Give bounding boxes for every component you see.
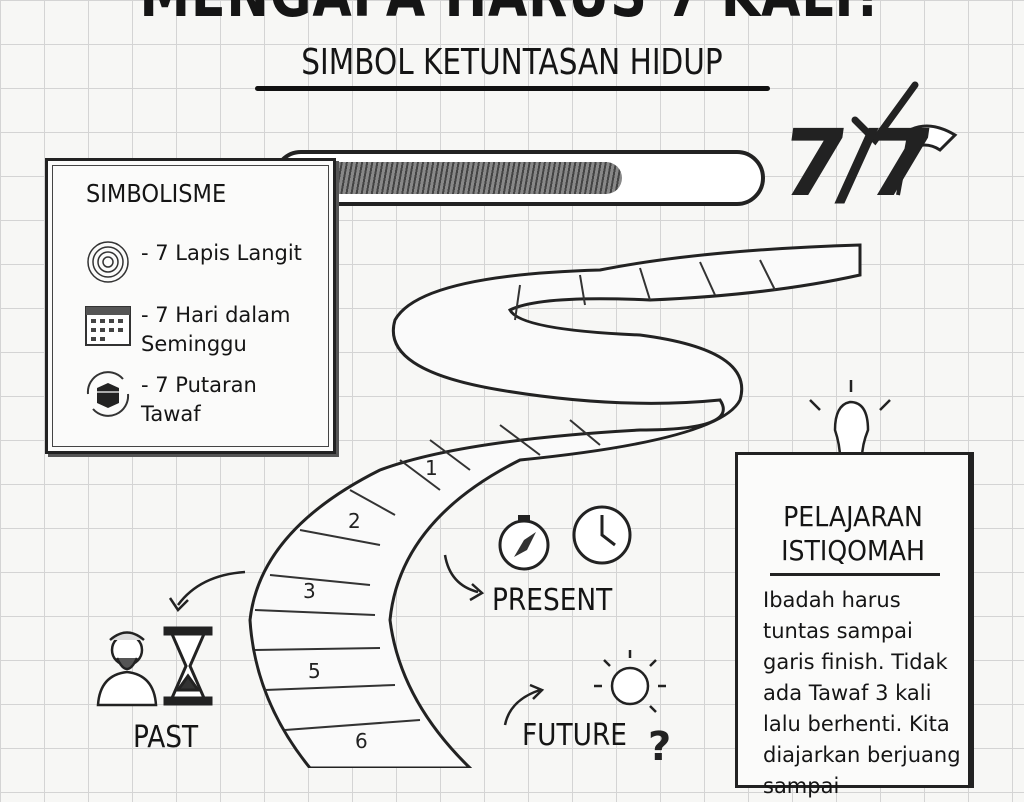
question-mark-icon: ? [648,724,671,768]
compass-icon [498,515,550,571]
calendar-icon [85,306,131,346]
past-label: PAST [133,720,199,755]
step-number: 1 [425,456,438,480]
symbolism-text: - 7 Putaran Tawaf [141,373,257,426]
spiral-staircase: 1 2 3 5 6 ? [96,243,891,768]
subtitle-underline [255,86,770,91]
hourglass-icon [163,626,213,706]
checkmark-icon [851,81,919,146]
symbolism-item: - 7 Lapis Langit [83,239,302,285]
future-label: FUTURE [522,718,627,753]
step-number: 6 [355,729,368,753]
clock-icon [572,505,632,565]
arrow-to-future-icon [503,688,541,726]
flag-icon [906,124,958,153]
symbolism-panel: SIMBOLISME - 7 Lapis Langit - 7 Hari dal… [45,158,336,454]
spiral-sky-icon [87,241,129,283]
check-flag-icons [851,81,958,196]
progress-fill [285,162,622,194]
symbolism-text: - 7 Hari dalam Seminggu [141,303,291,356]
lesson-note: PELAJARAN ISTIQOMAH Ibadah harus tuntas … [735,452,974,798]
symbolism-text: - 7 Lapis Langit [141,241,302,265]
progress-bar [273,150,765,206]
lesson-title-underline [770,573,940,576]
page-title: MENGAPA HARUS 7 KALI? [92,0,932,31]
arrow-to-present-icon [443,554,479,594]
arrow-to-past-icon [176,570,246,606]
symbolism-item: - 7 Putaran Tawaf [83,371,283,429]
kaaba-tawaf-icon [86,371,130,417]
sun-icon [594,650,666,713]
lesson-body: Ibadah harus tuntas sampai garis finish.… [763,588,961,798]
step-number: 2 [348,509,361,533]
symbolism-item: - 7 Hari dalam Seminggu [83,301,323,359]
step-number: 3 [303,579,316,603]
scholar-figure-icon [96,631,158,707]
page-subtitle: SIMBOL KETUNTASAN HIDUP [301,42,723,83]
symbolism-title: SIMBOLISME [86,179,227,208]
present-label: PRESENT [492,583,613,618]
lesson-title: PELAJARAN ISTIQOMAH [781,500,925,567]
step-number: 5 [308,659,321,683]
